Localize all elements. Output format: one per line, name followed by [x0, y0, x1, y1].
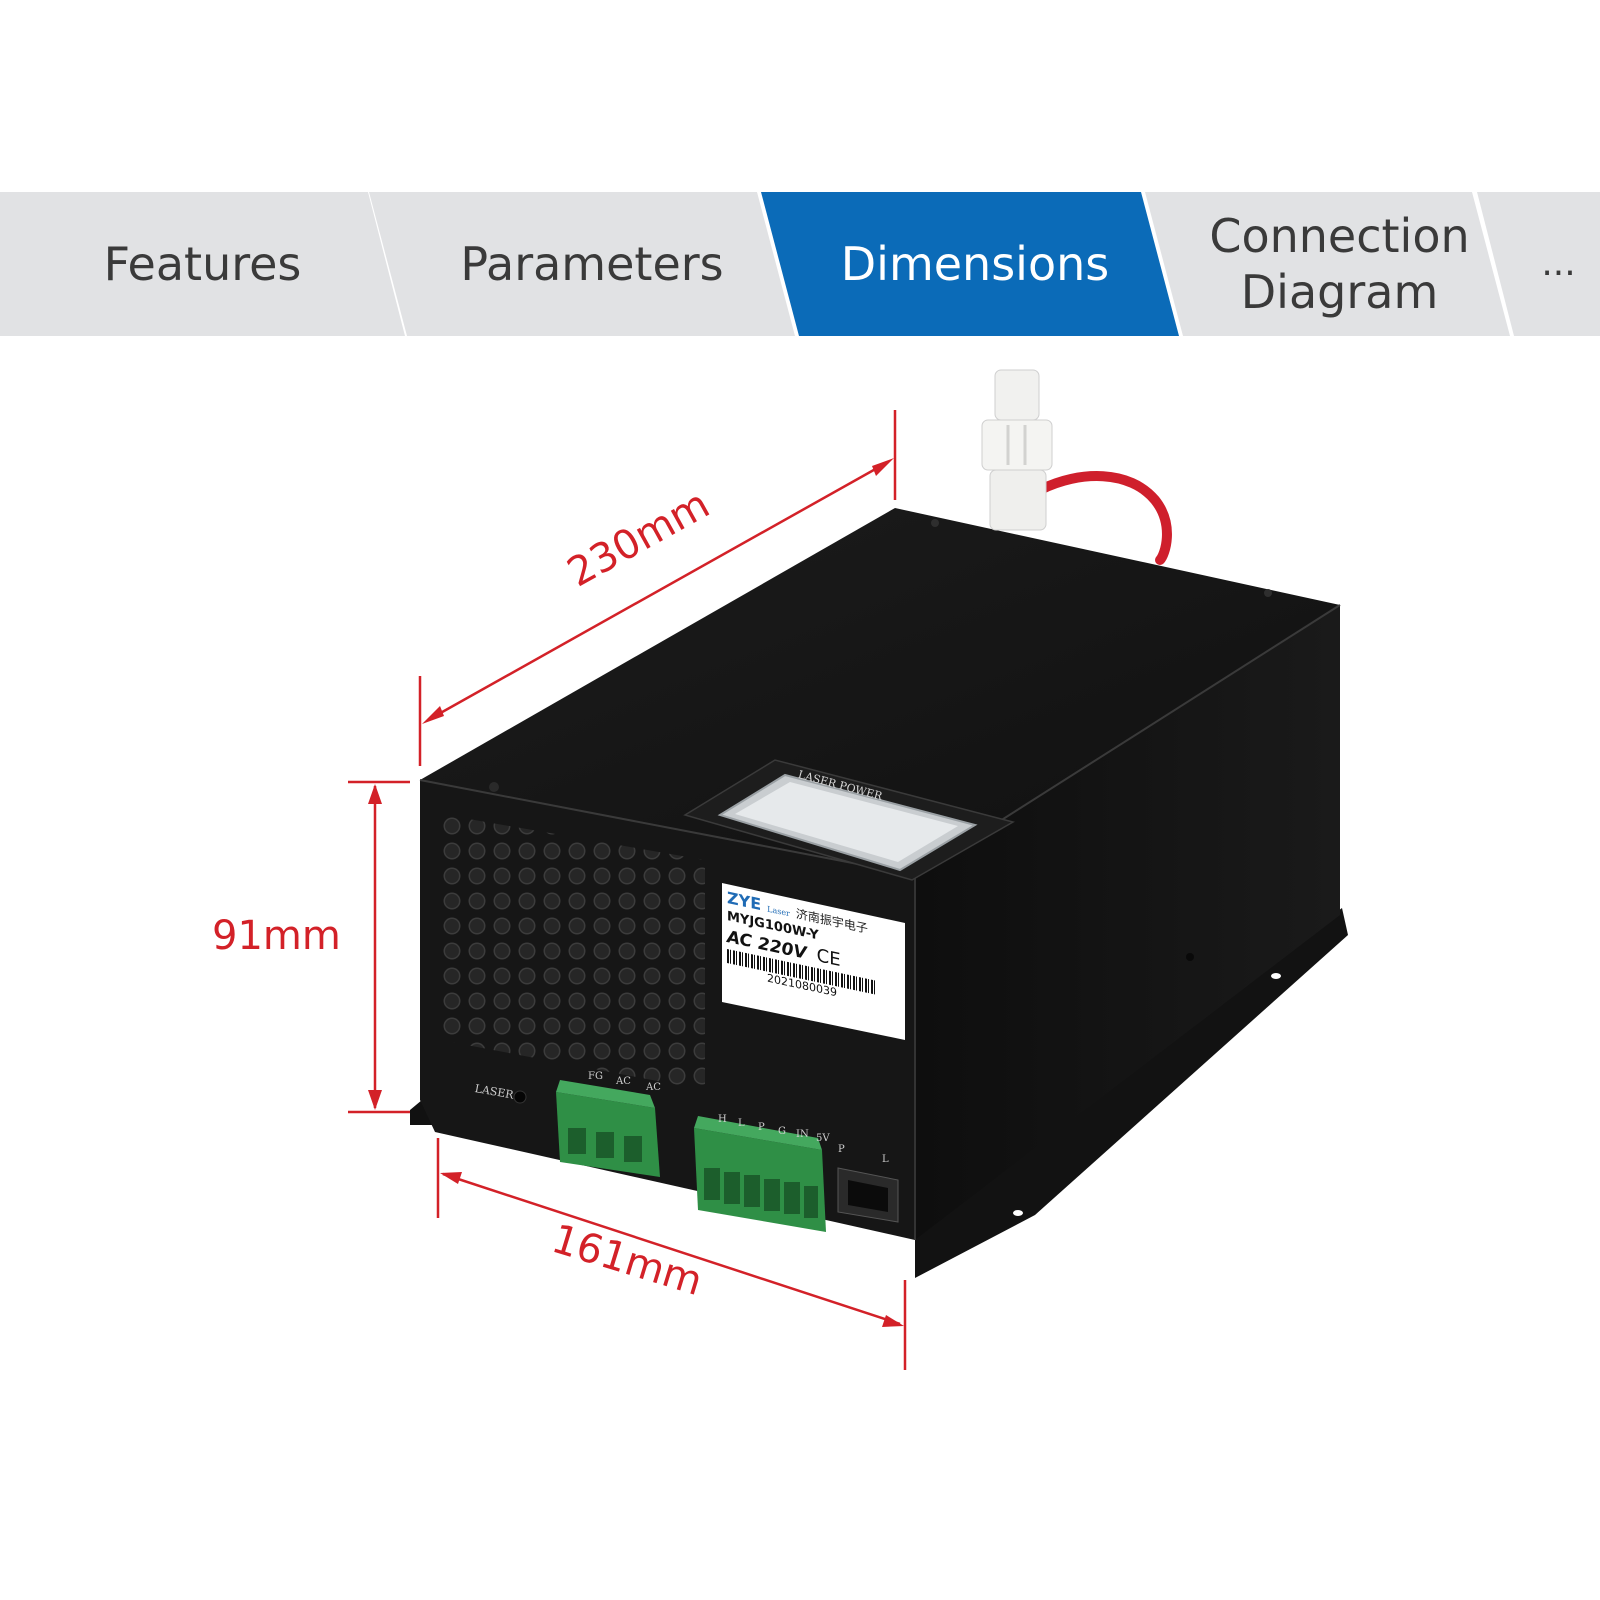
tab-more-label: ...	[1541, 243, 1576, 284]
label-ce-mark: CE	[816, 945, 841, 972]
terminal-label-fg: FG	[588, 1071, 603, 1082]
vent-grid	[440, 814, 705, 1090]
dimension-lines	[348, 410, 907, 1370]
terminal-label-ac-2: AC	[646, 1082, 661, 1093]
box-top	[420, 508, 1340, 875]
port-label-p: P	[838, 1144, 845, 1155]
tab-parameters-label: Parameters	[460, 237, 724, 291]
terminal-label-h: H	[718, 1114, 727, 1125]
tab-bar: Features Parameters Dimensions Connectio…	[0, 192, 1600, 336]
power-supply-illustration	[348, 369, 1348, 1370]
terminal-label-p: P	[758, 1122, 765, 1133]
mounting-flange-right	[915, 908, 1348, 1278]
tab-dimensions-label: Dimensions	[840, 237, 1110, 291]
rj45-port	[837, 1167, 899, 1223]
terminal-label-ac-1: AC	[616, 1076, 631, 1087]
product-label	[722, 883, 905, 1040]
power-terminal-block	[556, 1080, 660, 1177]
laser-indicator-led	[513, 1090, 527, 1104]
tab-features-label: Features	[103, 237, 302, 291]
tab-dimensions[interactable]: Dimensions	[761, 192, 1179, 336]
label-brand-sub: Laser	[767, 904, 790, 919]
lcd-display	[683, 759, 1015, 881]
tab-parameters[interactable]: Parameters	[369, 192, 795, 336]
product-stage: 230mm 91mm 161mm LASER POWER LASER FG AC…	[0, 336, 1600, 1600]
hv-output-cable	[981, 369, 1172, 565]
tab-connection-diagram[interactable]: Connection Diagram	[1145, 192, 1510, 336]
terminal-label-5v: 5V	[816, 1133, 830, 1144]
signal-terminal-block	[694, 1116, 826, 1232]
tab-connection-diagram-label: Connection Diagram	[1209, 209, 1470, 319]
port-label-l: L	[882, 1154, 889, 1165]
terminal-label-in: IN	[796, 1129, 809, 1140]
terminal-label-g: G	[778, 1126, 786, 1137]
terminal-label-l: L	[738, 1118, 745, 1129]
box-side	[915, 605, 1340, 1240]
dimension-height-label: 91mm	[212, 913, 341, 959]
tab-features[interactable]: Features	[0, 192, 405, 336]
